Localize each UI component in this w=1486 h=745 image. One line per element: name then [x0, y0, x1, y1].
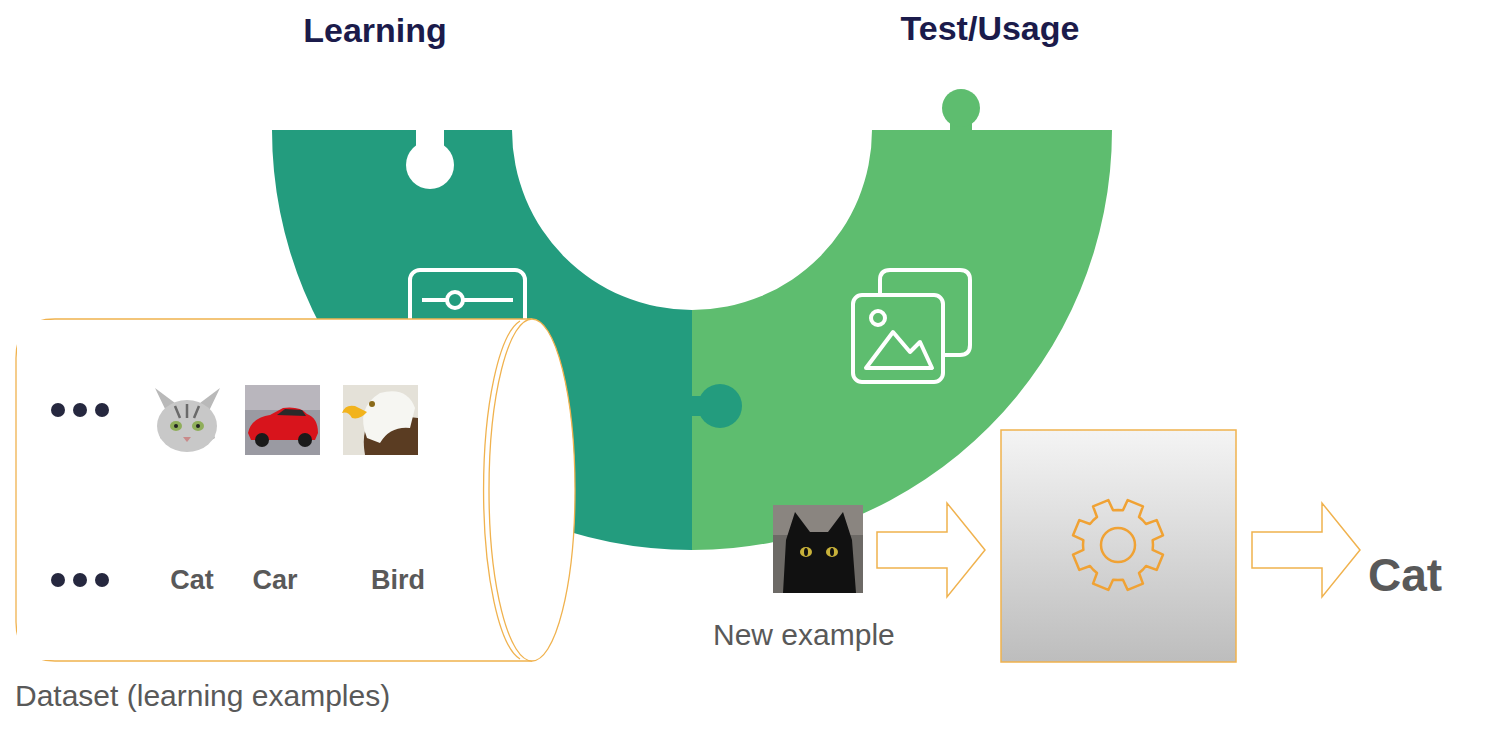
hollow-arrow [1252, 503, 1360, 597]
ellipsis-dot [51, 573, 65, 587]
prediction-label: Cat [1368, 548, 1442, 603]
gear-icon [1073, 500, 1163, 590]
image-icon [853, 270, 970, 382]
class-label: Car [252, 564, 297, 596]
new-example-image [773, 505, 863, 593]
ellipsis-dot [95, 573, 109, 587]
dataset-caption: Dataset (learning examples) [15, 678, 390, 714]
class-label: Cat [170, 564, 214, 596]
phase-title: Learning [303, 10, 447, 51]
car-image [245, 385, 320, 455]
hollow-arrow [877, 503, 985, 597]
model-box [1001, 430, 1236, 662]
cylinder-body [16, 319, 532, 661]
ellipsis-dot [73, 403, 87, 417]
cylinder-outline [15, 318, 580, 662]
dataset-cylinder: CatCarBirdDataset (learning examples) [15, 318, 580, 662]
input-caption: New example [713, 617, 895, 653]
bird-image [342, 385, 418, 455]
class-label: Bird [371, 564, 425, 596]
ellipsis-dot [95, 403, 109, 417]
ellipsis-dot [51, 403, 65, 417]
gear-outline [1073, 500, 1163, 590]
cylinder-end [489, 319, 575, 661]
phase-title: Test/Usage [901, 8, 1080, 49]
gear-hole [1101, 528, 1135, 562]
ellipsis-dot [73, 573, 87, 587]
cat-image [155, 388, 220, 452]
